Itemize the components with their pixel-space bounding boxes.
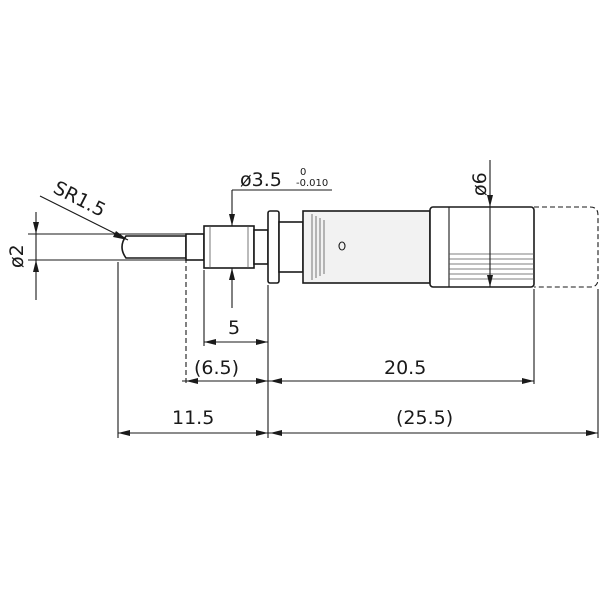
dim-sr: SR1.5 xyxy=(39,177,129,241)
dim-diameter-35: ø3.5 0 -0.010 xyxy=(229,167,332,308)
dim-d35-label: ø3.5 xyxy=(240,169,282,191)
sleeve xyxy=(302,210,431,284)
dim-len255-label: (25.5) xyxy=(396,407,453,429)
flange xyxy=(267,210,280,284)
thimble-phantom xyxy=(534,206,599,288)
dim-len115-label: 11.5 xyxy=(172,407,214,429)
sleeve-neck xyxy=(278,221,304,273)
shank-neck xyxy=(253,229,269,265)
dim-len205-label: 20.5 xyxy=(384,357,426,379)
thimble-knurl xyxy=(449,253,534,280)
clamp-shank xyxy=(203,225,255,269)
dim-d6-label: ø6 xyxy=(469,172,491,196)
dim-length-205: 20.5 xyxy=(268,357,534,384)
dim-length-5: 5 xyxy=(204,317,268,345)
spindle-tip xyxy=(121,235,187,259)
reference-mark xyxy=(338,241,346,251)
dim-sr-label: SR1.5 xyxy=(50,177,109,222)
spindle xyxy=(185,233,205,261)
part-outline xyxy=(121,206,599,384)
dim-len65-label: (6.5) xyxy=(194,357,239,379)
dim-d35-tol-upper: 0 xyxy=(300,167,306,178)
dim-diameter-6: ø6 xyxy=(469,160,493,287)
dim-d2-label: ø2 xyxy=(6,244,28,268)
thimble xyxy=(429,206,535,288)
dim-len5-label: 5 xyxy=(228,317,240,339)
sleeve-graduations xyxy=(311,214,325,280)
dim-length-255: (25.5) xyxy=(268,407,598,436)
dim-length-65: (6.5) xyxy=(182,357,268,384)
dim-length-115: 11.5 xyxy=(118,407,268,436)
dim-diameter-2: ø2 xyxy=(6,212,39,300)
dim-d35-tol-lower: -0.010 xyxy=(296,178,328,189)
extension-lines xyxy=(28,233,599,438)
